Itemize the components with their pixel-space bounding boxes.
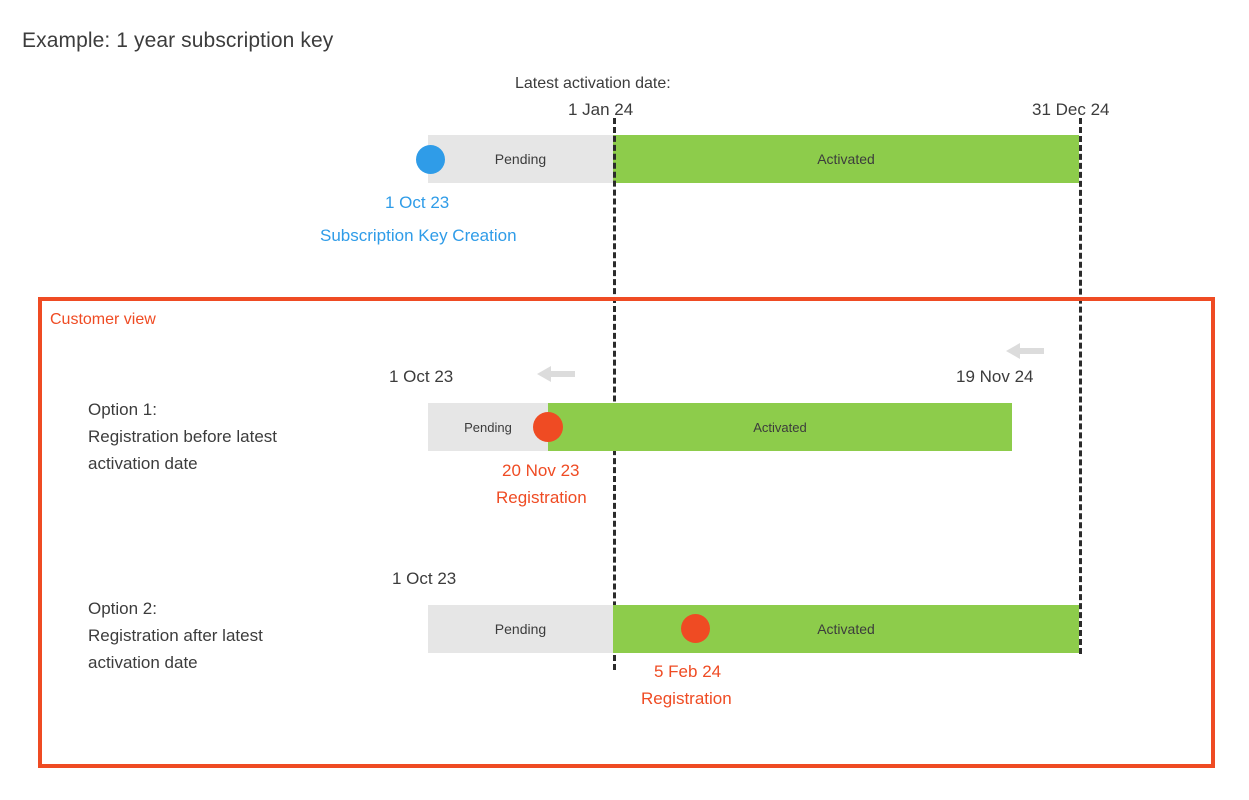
top-bar-pending: Pending [428,135,613,183]
arrow-left-icon [1006,343,1044,359]
blue-dot-icon [416,145,445,174]
option-2-registration-date-label: 5 Feb 24 [654,662,722,681]
option-1-description-line-1: Registration before latest [88,427,277,446]
top-bar-pending-label: Pending [494,151,547,167]
page-title: Example: 1 year subscription key [22,29,334,52]
option-2-description-line-2: activation date [88,653,198,672]
option-1-bar-activated-label: Activated [753,419,807,435]
option-1-registration-date-label: 20 Nov 23 [502,461,580,480]
option-2-heading: Option 2: [88,599,157,618]
option-1-start-date-label: 1 Oct 23 [389,367,454,386]
creation-date-label: 1 Oct 23 [385,193,450,212]
option-2-registration-caption-label: Registration [641,689,732,708]
latest-activation-date-label: 1 Jan 24 [568,100,634,119]
option-1-bar-pending: Pending [428,403,548,451]
option-1-registration-caption-label: Registration [496,488,587,507]
option-1-bar-pending-label: Pending [464,419,512,435]
guide-line-latest-activation [613,118,616,670]
top-bar-activated-label: Activated [817,151,875,167]
red-dot-icon [681,614,710,643]
arrow-left-icon [537,366,575,382]
end-date-label: 31 Dec 24 [1032,100,1110,119]
option-2-bar-pending: Pending [428,605,613,653]
option-1-heading: Option 1: [88,400,157,419]
option-1-end-date-label: 19 Nov 24 [956,367,1034,386]
top-bar-activated: Activated [613,135,1079,183]
option-2-start-date-label: 1 Oct 23 [392,569,457,588]
creation-caption-label: Subscription Key Creation [320,226,517,245]
option-1-description-line-2: activation date [88,454,198,473]
option-2-description-line-1: Registration after latest [88,626,263,645]
latest-activation-caption: Latest activation date: [515,75,671,92]
customer-view-title: Customer view [50,311,156,328]
red-dot-icon [533,412,563,442]
option-2-bar-pending-label: Pending [494,621,547,637]
option-2-bar-activated-label: Activated [817,621,875,637]
option-1-bar-activated: Activated [548,403,1012,451]
guide-line-end-date [1079,118,1082,654]
customer-view-box [38,297,1215,768]
